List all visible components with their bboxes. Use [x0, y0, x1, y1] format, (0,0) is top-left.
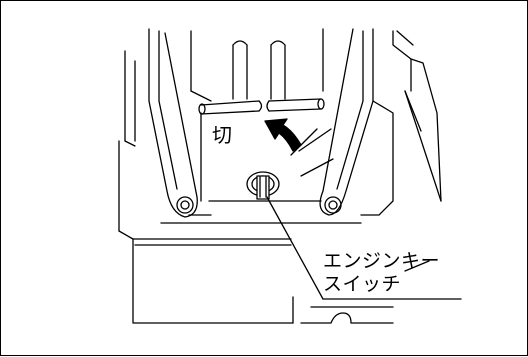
back-panel [190, 30, 322, 202]
key-switch [246, 171, 280, 200]
lever-pins [198, 98, 325, 115]
right-side-body [360, 30, 442, 272]
leader-line [266, 90, 462, 300]
left-frame-rod [124, 28, 198, 218]
turn-off-arrow [264, 118, 334, 177]
engine-key-switch-label-line2: スイッチ [323, 273, 402, 295]
engine-key-switch-label-line1: エンジンキー [323, 250, 441, 272]
lower-housing [118, 140, 394, 324]
off-label: 切 [212, 123, 232, 147]
right-frame-rod [319, 28, 374, 216]
